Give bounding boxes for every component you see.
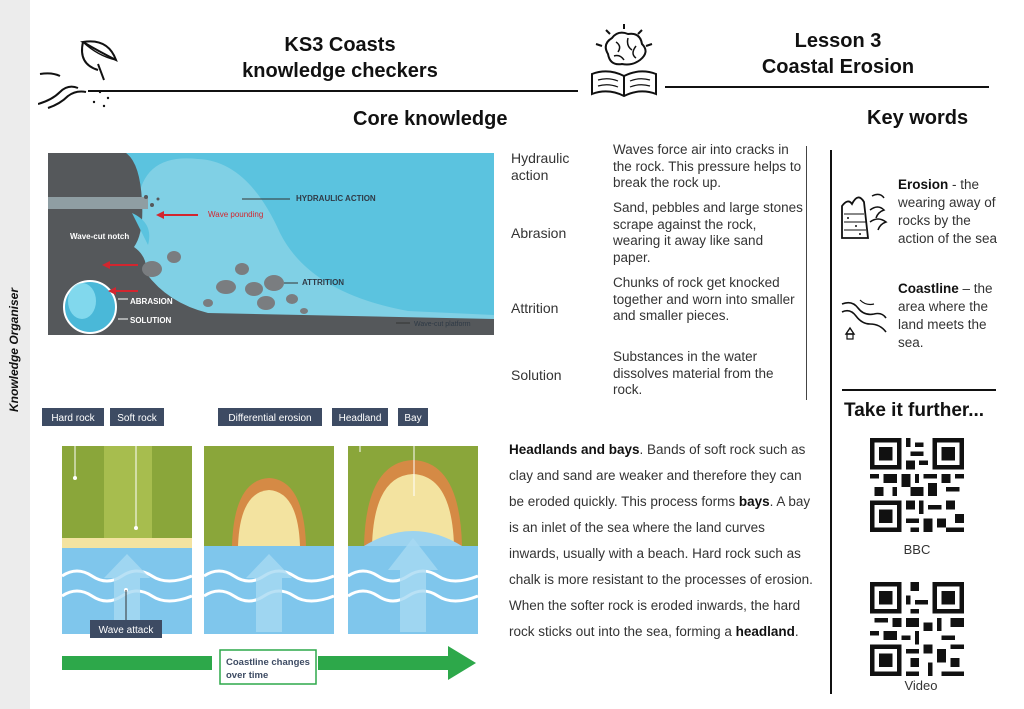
erosion-processes-diagram: HYDRAULIC ACTION Wave pounding Wave-cut … — [48, 153, 494, 335]
qr-label-video: Video — [904, 678, 938, 693]
process-name-abrasion: Abrasion — [511, 225, 567, 241]
keyword-coastline-definition: – the area where the land meets the sea. — [898, 281, 993, 350]
label-coastline-line1: Coastline changes — [226, 657, 310, 668]
label-wave-cut-notch: Wave-cut notch — [70, 232, 129, 241]
process-desc-attrition: Chunks of rock get knocked together and … — [613, 275, 795, 323]
para-text-2: . A bay is an inlet of the sea where the… — [509, 494, 813, 639]
take-further-rule — [842, 389, 996, 391]
label-coastline-line2: over time — [226, 670, 268, 681]
key-words-heading: Key words — [867, 107, 969, 129]
take-further-heading: Take it further... — [844, 400, 985, 421]
para-bold-2: bays — [738, 494, 770, 509]
keyword-erosion: Erosion - the wearing away of rocks by t… — [898, 176, 1008, 248]
qr-code-video[interactable] — [870, 582, 964, 676]
keyword-coastline-term: Coastline — [898, 281, 959, 296]
para-bold-3: headland — [735, 624, 795, 639]
coastline-icon — [841, 299, 887, 340]
header-rule-left — [88, 90, 578, 92]
sidebar — [0, 0, 30, 709]
right-column-divider — [830, 150, 832, 694]
core-knowledge-heading: Core knowledge — [353, 108, 508, 130]
header-rule-right — [665, 86, 989, 88]
qr-label-bbc: BBC — [903, 542, 931, 557]
brain-book-icon — [591, 24, 657, 98]
lesson-title: Lesson 3 Coastal Erosion — [740, 28, 936, 80]
header-title: KS3 Coasts knowledge checkers — [220, 32, 460, 84]
label-wave-pounding: Wave pounding — [208, 210, 263, 219]
label-abrasion: ABRASION — [130, 297, 173, 306]
para-text-3: . — [794, 624, 799, 639]
label-attrition: ATTRITION — [302, 278, 344, 287]
para-text-1: . Bands of soft rock such as clay and sa… — [509, 442, 806, 509]
qr-code-bbc[interactable] — [870, 438, 964, 532]
process-desc-solution: Substances in the water dissolves materi… — [613, 349, 774, 397]
headlands-bays-diagram: Hard rock Soft rock Differential erosion… — [42, 408, 479, 685]
lesson-title-line2: Coastal Erosion — [761, 56, 915, 78]
process-name-attrition: Attrition — [511, 300, 559, 316]
process-desc-abrasion: Sand, pebbles and large stones scrape ag… — [613, 200, 803, 265]
label-bay: Bay — [404, 413, 421, 424]
label-hydraulic-action: HYDRAULIC ACTION — [296, 194, 376, 203]
para-bold-1: Headlands and bays — [509, 442, 640, 457]
sidebar-label: Knowledge Organiser — [7, 287, 21, 413]
label-differential-erosion: Differential erosion — [228, 413, 311, 424]
erosion-icon — [841, 193, 888, 239]
label-hard-rock: Hard rock — [51, 413, 95, 424]
process-name-hydraulic: Hydraulic action — [511, 150, 570, 183]
process-desc-hydraulic: Waves force air into cracks in the rock.… — [613, 142, 802, 190]
lesson-title-line1: Lesson 3 — [794, 30, 882, 52]
label-headland: Headland — [339, 413, 382, 424]
label-solution: SOLUTION — [130, 316, 172, 325]
keyword-coastline: Coastline – the area where the land meet… — [898, 280, 1010, 352]
header-title-line1: KS3 Coasts — [284, 34, 396, 56]
label-soft-rock: Soft rock — [117, 413, 157, 424]
process-table-divider — [806, 146, 807, 400]
label-wave-attack: Wave attack — [99, 625, 155, 636]
label-wave-cut-platform: Wave-cut platform — [414, 321, 471, 328]
beach-umbrella-icon — [38, 40, 118, 109]
keyword-erosion-definition: - the wearing away of rocks by the actio… — [898, 177, 998, 246]
keyword-erosion-term: Erosion — [898, 177, 949, 192]
process-name-solution: Solution — [511, 367, 562, 383]
headlands-paragraph: Headlands and bays. Bands of soft rock s… — [509, 437, 817, 645]
header-title-line2: knowledge checkers — [242, 60, 438, 82]
